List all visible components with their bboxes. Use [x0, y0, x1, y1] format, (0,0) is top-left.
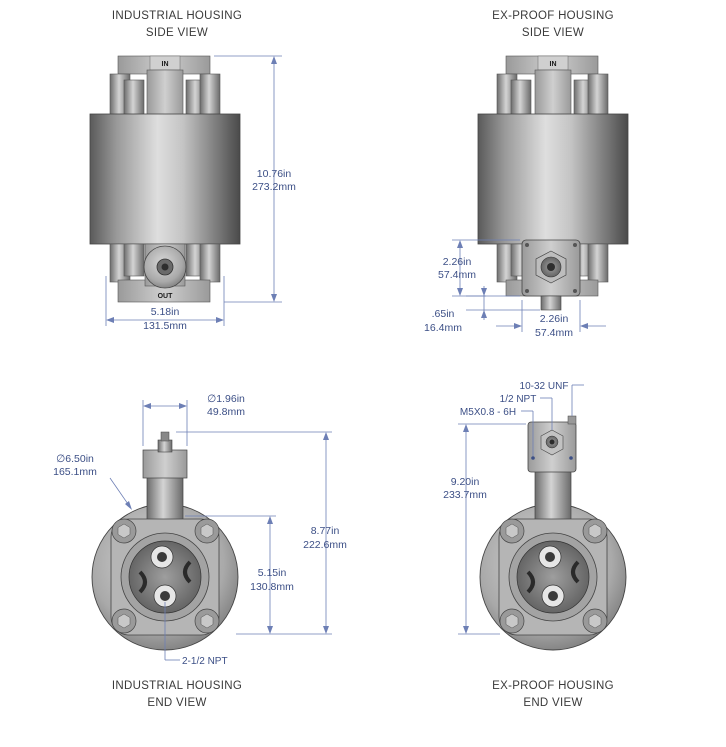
title-line: SIDE VIEW	[146, 27, 208, 39]
bolt-icon	[111, 608, 137, 634]
dim-ex-side-offset: .65in 16.4mm	[424, 286, 540, 334]
callout-text: 1/2 NPT	[500, 394, 537, 405]
dim-value-mm: 57.4mm	[438, 269, 476, 281]
dim-value-in: 2.26in	[540, 313, 569, 325]
callout-text: 2-1/2 NPT	[182, 656, 228, 667]
callout-thread-unf: 10-32 UNF	[520, 381, 584, 416]
dim-value-in: 10.76in	[257, 168, 292, 180]
in-marking: IN	[162, 61, 169, 68]
callout-thread-metric: M5X0.8 - 6H	[460, 407, 534, 456]
dim-value-mm: 16.4mm	[424, 322, 462, 334]
title-line: EX-PROOF HOUSING	[492, 680, 614, 692]
dim-value-mm: 233.7mm	[443, 489, 487, 501]
dim-value-in: .65in	[432, 308, 455, 320]
bolt-icon	[111, 518, 137, 544]
in-marking: IN	[550, 61, 557, 68]
title-line: INDUSTRIAL HOUSING	[112, 10, 242, 22]
bolt-icon	[582, 518, 608, 544]
out-marking: OUT	[158, 293, 174, 300]
title-line: END VIEW	[523, 697, 582, 709]
dim-value-in: 9.20in	[451, 476, 480, 488]
dim-ind-end-center-height: 5.15in 130.8mm	[185, 515, 294, 634]
bolt-icon	[499, 608, 525, 634]
dim-value-in: 2.26in	[443, 256, 472, 268]
exproof-side-view: IN	[477, 55, 629, 311]
dim-value-mm: 222.6mm	[303, 539, 347, 551]
industrial-side-view: IN OUT	[89, 55, 241, 303]
dim-ind-side-width: 5.18in 131.5mm	[105, 276, 225, 332]
title-line: SIDE VIEW	[522, 27, 584, 39]
dim-value-in: 5.15in	[258, 567, 287, 579]
dim-ex-side-box-width: 2.26in 57.4mm	[496, 300, 606, 339]
dim-value-mm: 49.8mm	[207, 406, 245, 418]
callout-text: M5X0.8 - 6H	[460, 407, 516, 418]
dim-value-in: 5.18in	[151, 306, 180, 318]
dim-value-in: ∅1.96in	[207, 393, 245, 405]
dim-value-in: ∅6.50in	[56, 453, 94, 465]
bolt-icon	[582, 608, 608, 634]
callout-thread-npt: 1/2 NPT	[500, 394, 553, 430]
title-exproof-side: EX-PROOF HOUSING SIDE VIEW	[492, 10, 614, 39]
exproof-end-view	[479, 415, 627, 651]
dim-ex-side-box-height: 2.26in 57.4mm	[438, 239, 520, 297]
dim-value-mm: 131.5mm	[143, 320, 187, 332]
callout-text: 10-32 UNF	[520, 381, 569, 392]
title-exproof-end: EX-PROOF HOUSING END VIEW	[492, 680, 614, 709]
bolt-icon	[194, 518, 220, 544]
dim-ind-end-total-height: 8.77in 222.6mm	[176, 431, 347, 635]
title-industrial-side: INDUSTRIAL HOUSING SIDE VIEW	[112, 10, 242, 39]
title-line: EX-PROOF HOUSING	[492, 10, 614, 22]
title-line: INDUSTRIAL HOUSING	[112, 680, 242, 692]
dim-value-in: 8.77in	[311, 525, 340, 537]
dim-ind-end-stem: ∅1.96in 49.8mm	[142, 393, 245, 446]
callout-port: 2-1/2 NPT	[164, 602, 228, 667]
dim-value-mm: 273.2mm	[252, 181, 296, 193]
dim-value-mm: 57.4mm	[535, 327, 573, 339]
dim-value-mm: 130.8mm	[250, 581, 294, 593]
bolt-icon	[499, 518, 525, 544]
dim-value-mm: 165.1mm	[53, 466, 97, 478]
bolt-icon	[194, 608, 220, 634]
dim-ind-side-height: 10.76in 273.2mm	[214, 55, 296, 303]
title-line: END VIEW	[147, 697, 206, 709]
dim-ex-end-total-height: 9.20in 233.7mm	[443, 423, 526, 635]
dim-ind-end-flange: ∅6.50in 165.1mm	[53, 453, 132, 510]
industrial-end-view	[91, 431, 239, 651]
title-industrial-end: INDUSTRIAL HOUSING END VIEW	[112, 680, 242, 709]
